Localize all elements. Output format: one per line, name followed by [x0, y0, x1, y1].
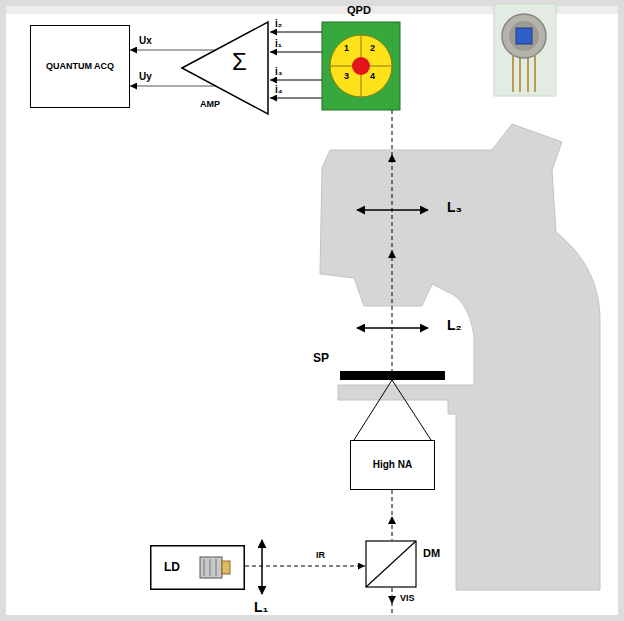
microscope-body [320, 124, 600, 590]
signal-connector [270, 80, 322, 81]
detector-disc [330, 35, 392, 97]
beam-label: VIS [400, 594, 415, 603]
quadrant-photodiode: QPD 1 2 3 4 [322, 2, 400, 110]
amplifier-triangle: Σ AMP [180, 20, 270, 116]
photodiode-icon [494, 4, 556, 96]
laser-spot [352, 57, 370, 75]
signal-label: i₃ [274, 67, 283, 77]
node-text: 4 [370, 72, 375, 81]
detector-housing [322, 22, 400, 110]
lens-symbol [357, 327, 428, 329]
signal-connector [270, 98, 322, 99]
node-text: AMP [200, 100, 220, 109]
signal-connector [270, 52, 322, 53]
lens-label: L₂ [447, 318, 462, 332]
signal-label: i₁ [274, 39, 283, 49]
lens-symbol [261, 540, 263, 594]
page-frame [3, 3, 621, 618]
signal-connector [245, 566, 365, 567]
light-cone [354, 380, 431, 440]
signal-label: IR [315, 551, 326, 560]
node-text: LD [164, 561, 180, 573]
dichroic-mirror: DM [365, 540, 447, 588]
laser-diode-box: LD [150, 545, 245, 590]
node-text: Σ [232, 50, 247, 74]
node-text: High NA [373, 460, 412, 470]
objective-box: High NA [350, 440, 435, 490]
laser-diode-icon [200, 557, 230, 578]
signal-label: i₂ [274, 19, 283, 29]
node-text: QUANTUM ACQ [46, 62, 114, 71]
lens-symbol [357, 209, 428, 211]
node-text: 1 [344, 44, 349, 53]
amplifier-symbol [182, 22, 268, 114]
signal-label: Uy [138, 72, 153, 82]
mirror-diagonal [366, 541, 416, 587]
signal-label: Ux [138, 36, 153, 46]
signal-label: i₄ [274, 85, 284, 95]
node-text: QPD [347, 5, 371, 16]
amplifier-triangle-outline [180, 20, 270, 116]
beam-splitter-cube [366, 541, 416, 587]
quadrant-photodiode-outline [322, 2, 400, 110]
specimen-label: SP [313, 352, 329, 364]
node-text: DM [423, 548, 440, 559]
specimen-slide [340, 371, 445, 380]
signal-connector [130, 86, 216, 87]
lens-label: L₁ [254, 600, 268, 614]
lens-label: L₃ [447, 200, 462, 214]
signal-connector [130, 50, 216, 51]
acquisition-box: QUANTUM ACQ [30, 25, 130, 108]
node-text: 2 [370, 44, 375, 53]
signal-connector [270, 32, 322, 33]
laser-box-outline [151, 546, 245, 590]
node-text: 3 [344, 72, 349, 81]
optical-axis [392, 110, 393, 614]
